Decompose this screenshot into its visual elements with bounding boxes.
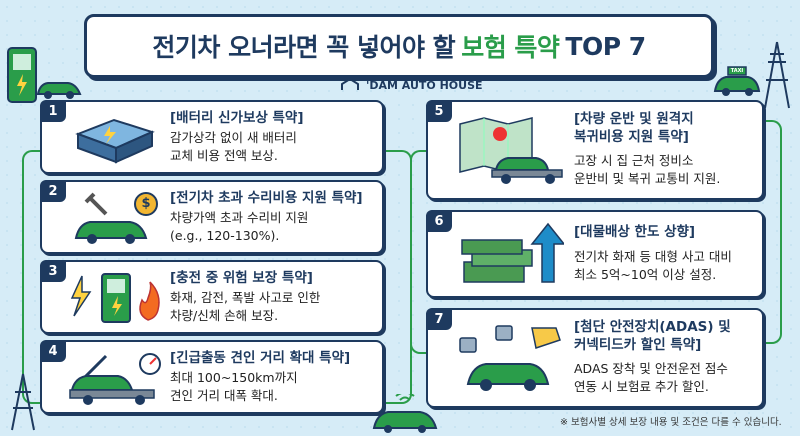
card-description-line2: 최소 5억~10억 이상 설정. bbox=[574, 267, 717, 282]
title-highlight: 보험 특약 bbox=[461, 33, 560, 62]
card-number: 1 bbox=[40, 100, 66, 122]
insurance-card-5: 5 [차량 운반 및 원격지 복귀비용 지원 특약] 고장 시 집 근처 정비소… bbox=[426, 100, 764, 200]
card-number: 5 bbox=[426, 100, 452, 122]
insurance-card-1: 1 [배터리 신가보상 특약] 감가상각 없이 새 배터리 교체 비용 전액 보… bbox=[40, 100, 384, 174]
card-title-line1: [첨단 안전장치(ADAS) 및 bbox=[574, 319, 731, 335]
card-title: [긴급출동 견인 거리 확대 특약] bbox=[170, 350, 351, 366]
charging-fire-icon bbox=[70, 273, 160, 323]
car-repair-illustration: $ bbox=[72, 190, 162, 246]
card-description-line1: ADAS 장착 및 안전운전 점수 bbox=[574, 361, 728, 376]
insurance-card-7: 7 [첨단 안전장치(ADAS) 및 커넥티드카 할인 특약] ADAS 장착 … bbox=[426, 308, 764, 408]
card-description-line2: 교체 비용 전액 보상. bbox=[170, 148, 278, 163]
card-description-line2: 연동 시 보험료 추가 할인. bbox=[574, 379, 709, 394]
card-description-line2: 운반비 및 복귀 교통비 지원. bbox=[574, 171, 721, 186]
card-description-line1: 화재, 감전, 폭발 사고로 인한 bbox=[170, 290, 321, 305]
card-description-line1: 차량가액 초과 수리비 지원 bbox=[170, 210, 309, 225]
insurance-card-6: 6 [대물배상 한도 상향] 전기차 화재 등 대형 사고 대비 최소 5억~1… bbox=[426, 210, 764, 298]
card-number: 2 bbox=[40, 180, 66, 202]
green-car-icon bbox=[36, 82, 82, 99]
brand-name: 'DAM AUTO HOUSE bbox=[366, 78, 483, 92]
card-description-line1: 전기차 화재 등 대형 사고 대비 bbox=[574, 249, 732, 264]
money-growth-icon bbox=[461, 222, 564, 283]
card-title-line1: [차량 운반 및 원격지 bbox=[574, 111, 694, 127]
insurance-card-4: 4 [긴급출동 견인 거리 확대 특약] 최대 100~150km까지 견인 거… bbox=[40, 340, 384, 414]
tow-truck-icon bbox=[69, 353, 161, 405]
connector-wire bbox=[380, 150, 412, 404]
power-tower-icon bbox=[764, 41, 790, 109]
card-description-line1: 감가상각 없이 새 배터리 bbox=[170, 130, 297, 145]
card-description-line2: (e.g., 120-130%). bbox=[170, 228, 280, 243]
insurance-card-2: 2 $ [전기차 초과 수리비용 지원 특약] 차량가액 초과 수리비 지원 (… bbox=[40, 180, 384, 254]
card-description-line1: 고장 시 집 근처 정비소 bbox=[574, 153, 694, 168]
page-title: 전기차 오너라면 꼭 넣어야 할 보험 특약 TOP 7 bbox=[84, 14, 714, 78]
taxi-icon: TAXI bbox=[712, 64, 762, 98]
title-text: 전기차 오너라면 꼭 넣어야 할 bbox=[152, 33, 456, 62]
taxi-sign-label: TAXI bbox=[730, 68, 744, 74]
card-number: 3 bbox=[40, 260, 66, 282]
card-number: 4 bbox=[40, 340, 66, 362]
card-number: 6 bbox=[426, 210, 452, 232]
connected-car-icon bbox=[372, 394, 438, 433]
card-title: [충전 중 위험 보장 특약] bbox=[170, 270, 313, 286]
card-title-line2: 복귀비용 지원 특약] bbox=[574, 129, 689, 145]
dollar-coin-icon: $ bbox=[141, 196, 151, 211]
house-icon bbox=[341, 78, 359, 90]
card-title: [대물배상 한도 상향] bbox=[574, 224, 696, 240]
card-title: [전기차 초과 수리비용 지원 특약] bbox=[170, 190, 363, 206]
insurance-card-3: 3 [충전 중 위험 보장 특약] 화재, 감전, 폭발 사고로 인한 차량/신… bbox=[40, 260, 384, 334]
map-tow-truck-icon bbox=[459, 117, 563, 184]
adas-car-icon bbox=[459, 325, 561, 391]
card-title: [배터리 신가보상 특약] bbox=[170, 110, 304, 126]
title-rank: TOP 7 bbox=[565, 31, 646, 61]
card-title-line2: 커넥티드카 할인 특약] bbox=[574, 337, 702, 353]
card-description-line2: 차량/신체 손해 보장. bbox=[170, 308, 279, 323]
card-number: 7 bbox=[426, 308, 452, 330]
connector-wire bbox=[760, 120, 782, 344]
footnote: ※ 보험사별 상세 보장 내용 및 조건은 다를 수 있습니다. bbox=[560, 417, 782, 428]
card-description-line2: 견인 거리 대폭 확대. bbox=[170, 388, 278, 403]
connector-wire bbox=[410, 150, 428, 354]
brand-logo: 'DAM AUTO HOUSE bbox=[340, 78, 483, 92]
charging-station-icon bbox=[7, 47, 37, 103]
battery-icon bbox=[75, 118, 155, 164]
card-description-line1: 최대 100~150km까지 bbox=[170, 370, 298, 385]
power-tower-icon bbox=[11, 373, 35, 431]
connector-wire bbox=[22, 150, 40, 404]
